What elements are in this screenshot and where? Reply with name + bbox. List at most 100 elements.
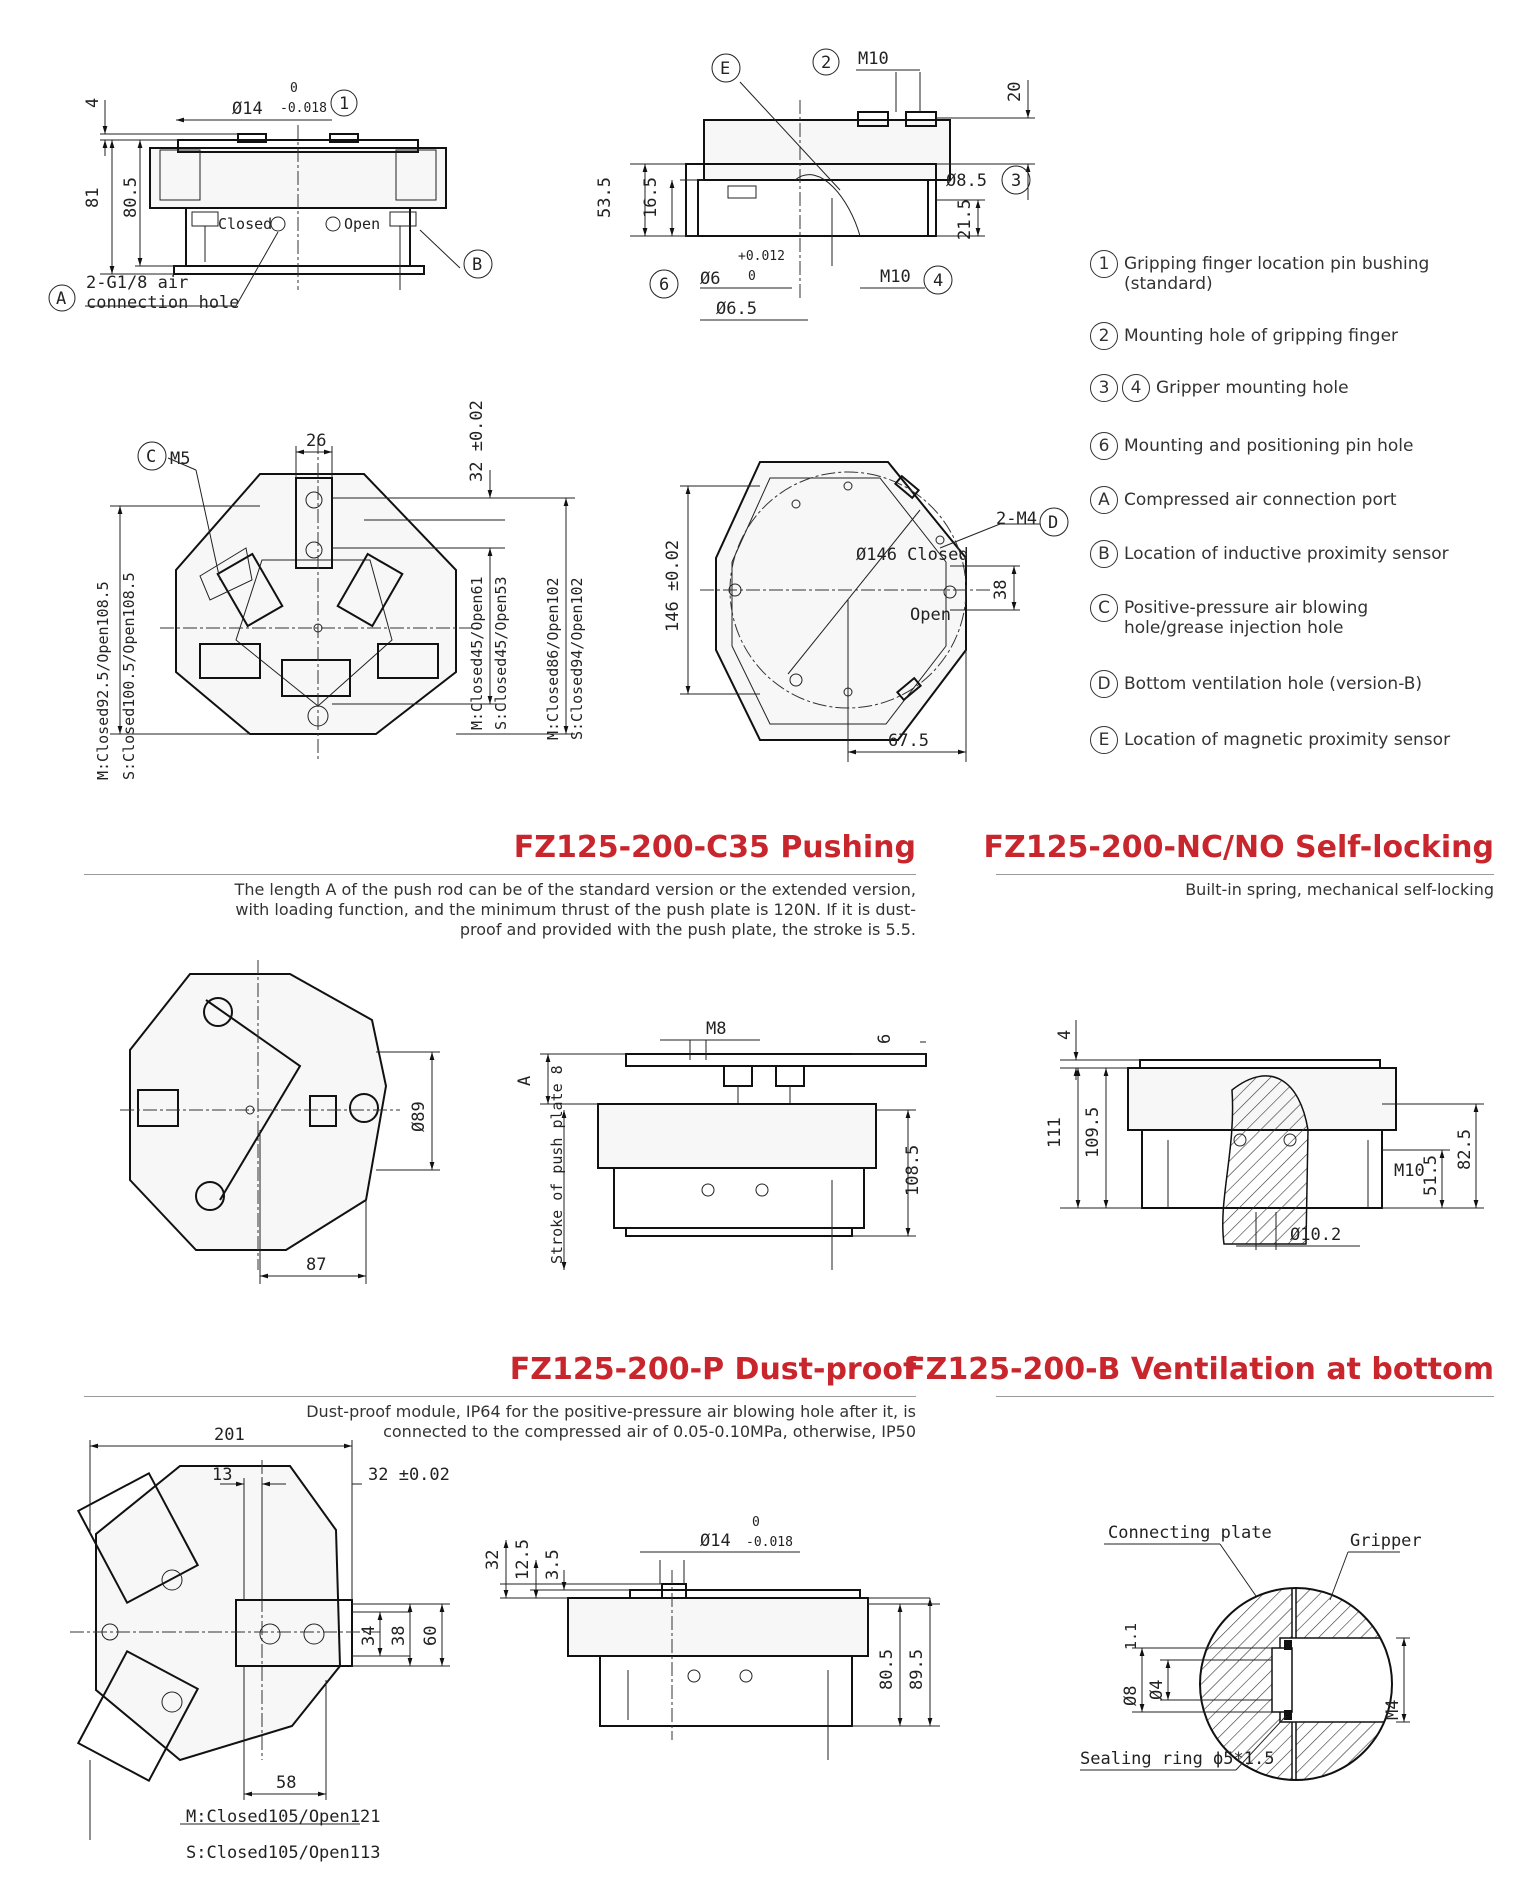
legend-marker: 4 xyxy=(1122,374,1150,402)
dia85-d2: Ø8.5 xyxy=(946,171,987,191)
dim-87-d5: 87 xyxy=(306,1255,326,1275)
marker-2-d2: 2 xyxy=(821,53,831,73)
dim-58-d8: 58 xyxy=(276,1773,296,1793)
legend-marker: E xyxy=(1090,726,1118,754)
legend-item: 2 Mounting hole of gripping finger xyxy=(1090,322,1454,350)
bot-2-d8: S:Closed105/Open113 xyxy=(186,1843,380,1863)
legend-marker: 2 xyxy=(1090,322,1118,350)
dim-32-d9: 32 xyxy=(483,1550,503,1570)
callout-b-d1: B xyxy=(472,255,482,275)
drawing-bottom-view-4: 146 ±0.02 Ø146 Closed 2-M4 D Open 38 67.… xyxy=(663,461,1069,762)
legend-marker: 6 xyxy=(1090,432,1118,460)
dim-26-d3: 26 xyxy=(306,431,326,451)
dim-1085-d6: 108.5 xyxy=(903,1145,923,1196)
legend-text: Positive-pressure air blowing hole/greas… xyxy=(1124,598,1369,638)
section-rule-b xyxy=(996,1396,1494,1397)
callout-d-d4: D xyxy=(1048,513,1058,533)
stroke-d6: Stroke of push plate 8 xyxy=(548,1065,566,1264)
marker-1-d1: 1 xyxy=(339,94,349,114)
dim-35-d9: 3.5 xyxy=(543,1549,563,1580)
legend-item: A Compressed air connection port xyxy=(1090,486,1454,514)
dim-20-d2: 20 xyxy=(1005,82,1025,102)
dim-111-d7: 111 xyxy=(1045,1117,1065,1148)
m4-d10: M4 xyxy=(1383,1700,1403,1720)
legend-marker: C xyxy=(1090,594,1118,622)
section-rule-nc xyxy=(996,874,1494,875)
dim-32-d3: 32 ±0.02 xyxy=(467,400,487,482)
dia8-d10: Ø8 xyxy=(1121,1686,1141,1706)
dim-125-d9: 12.5 xyxy=(513,1539,533,1580)
legend-marker: 1 xyxy=(1090,250,1118,278)
section-title-b: FZ125-200-B Ventilation at bottom xyxy=(905,1352,1494,1387)
dim-825-d7: 82.5 xyxy=(1455,1129,1475,1170)
legend-marker: A xyxy=(1090,486,1118,514)
gripper-d10: Gripper xyxy=(1350,1531,1422,1551)
legend-marker: D xyxy=(1090,670,1118,698)
drawing-p-side-view: 32 12.5 3.5 Ø14 0 -0.018 80.5 89.5 xyxy=(483,1515,940,1760)
right-1-d3: M:Closed86/Open102 xyxy=(544,577,562,740)
m5-d3: M5 xyxy=(170,449,190,469)
dim-675-d4: 67.5 xyxy=(888,731,929,751)
left-2-d3: S:Closed100.5/Open108.5 xyxy=(120,572,138,780)
label-a-d6: A xyxy=(515,1076,535,1086)
dia6-d2: Ø6 xyxy=(700,269,720,289)
dim-6-d6: 6 xyxy=(875,1034,895,1044)
label-open-d4: Open xyxy=(910,605,951,625)
marker-6-d2: 6 xyxy=(659,275,669,295)
dim-38-d8: 38 xyxy=(389,1626,409,1646)
legend-text: Mounting hole of gripping finger xyxy=(1124,326,1399,346)
drawing-side-view-1: 4 Ø14 0 -0.018 1 81 80.5 Closed Open A 2… xyxy=(48,81,493,313)
legend-item: D Bottom ventilation hole (version-B) xyxy=(1090,670,1454,698)
dia89-d5: Ø89 xyxy=(409,1101,429,1132)
tol6-dn-d2: 0 xyxy=(748,269,756,284)
tol-up-d1: 0 xyxy=(290,81,298,96)
section-desc-p: Dust-proof module, IP64 for the positive… xyxy=(306,1402,916,1441)
dim-60-d8: 60 xyxy=(421,1626,441,1646)
drawing-nc-side-view: 4 111 109.5 M10 51.5 82.5 Ø10.2 xyxy=(1045,1020,1484,1250)
section-rule-p xyxy=(84,1396,916,1397)
drawing-b-detail: Connecting plate Gripper Ø8 1.1 Ø4 M4 Se… xyxy=(1080,1523,1422,1781)
legend-text: Gripping finger location pin bushing (st… xyxy=(1124,254,1430,294)
dim-146-d4: 146 ±0.02 xyxy=(663,540,683,632)
right-2-d3: S:Closed94/Open102 xyxy=(568,577,586,740)
m4-d4: 2-M4 xyxy=(996,509,1037,529)
marker-3-d2: 3 xyxy=(1011,171,1021,191)
dia14-d9: Ø14 xyxy=(700,1531,731,1551)
m10-bot-d2: M10 xyxy=(880,267,911,287)
ring-d10: Sealing ring ϕ5*1.5 xyxy=(1080,1749,1274,1769)
dia146-d4: Ø146 Closed xyxy=(856,545,969,565)
dim-1095-d7: 109.5 xyxy=(1083,1107,1103,1158)
callout-c-d3: C xyxy=(146,447,156,467)
dim-165-d2: 16.5 xyxy=(641,177,661,218)
section-desc-c35: The length A of the push rod can be of t… xyxy=(234,880,916,939)
section-desc-nc: Built-in spring, mechanical self-locking xyxy=(1185,880,1494,899)
marker-4-d2: 4 xyxy=(933,271,943,291)
dim-34-d8: 34 xyxy=(359,1626,379,1646)
dim-215-d2: 21.5 xyxy=(955,199,975,240)
dim-805-d9: 80.5 xyxy=(877,1649,897,1690)
air-hole-2: connection hole xyxy=(86,293,240,313)
m10-d7: M10 xyxy=(1394,1161,1425,1181)
dim-4-d1: 4 xyxy=(83,98,103,108)
plate-d10: Connecting plate xyxy=(1108,1523,1272,1543)
callout-e-d2: E xyxy=(720,59,730,79)
legend-text: Bottom ventilation hole (version-B) xyxy=(1124,674,1423,694)
section-rule-c35 xyxy=(84,874,916,875)
dim-895-d9: 89.5 xyxy=(907,1649,927,1690)
tol6-up-d2: +0.012 xyxy=(738,249,785,264)
legend-text: Compressed air connection port xyxy=(1124,490,1397,510)
dim-81-d1: 81 xyxy=(83,188,103,208)
tol-dn-d1: -0.018 xyxy=(280,101,327,116)
section-title-c35: FZ125-200-C35 Pushing xyxy=(513,830,916,865)
label-closed-d1: Closed xyxy=(218,215,272,233)
tol-dn-d9: -0.018 xyxy=(746,1535,793,1550)
callout-a-d1: A xyxy=(56,289,66,309)
m8-d6: M8 xyxy=(706,1019,726,1039)
legend-marker: B xyxy=(1090,540,1118,568)
dim-dia14-d1: Ø14 xyxy=(232,99,263,119)
